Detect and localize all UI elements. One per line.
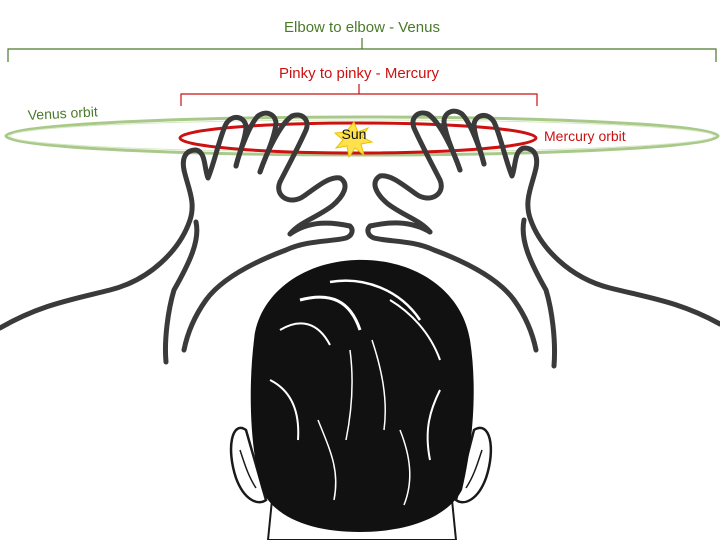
sun-label: Sun bbox=[342, 126, 367, 142]
left-arm-outline bbox=[0, 110, 348, 365]
sun-star-icon bbox=[333, 121, 374, 159]
elbow-bracket bbox=[7, 38, 717, 62]
inner-arms-join bbox=[181, 220, 539, 353]
pinky-bracket bbox=[180, 84, 538, 106]
venus-orbit-label: Venus orbit bbox=[27, 103, 98, 123]
head-back-icon bbox=[229, 259, 493, 541]
elbow-to-elbow-label: Elbow to elbow - Venus bbox=[284, 19, 440, 36]
venus-orbit-ring bbox=[4, 115, 720, 157]
pinky-to-pinky-label: Pinky to pinky - Mercury bbox=[279, 65, 440, 82]
mercury-orbit-ring bbox=[178, 121, 538, 155]
right-arm-outline bbox=[372, 108, 720, 369]
mercury-orbit-label: Mercury orbit bbox=[544, 128, 626, 144]
